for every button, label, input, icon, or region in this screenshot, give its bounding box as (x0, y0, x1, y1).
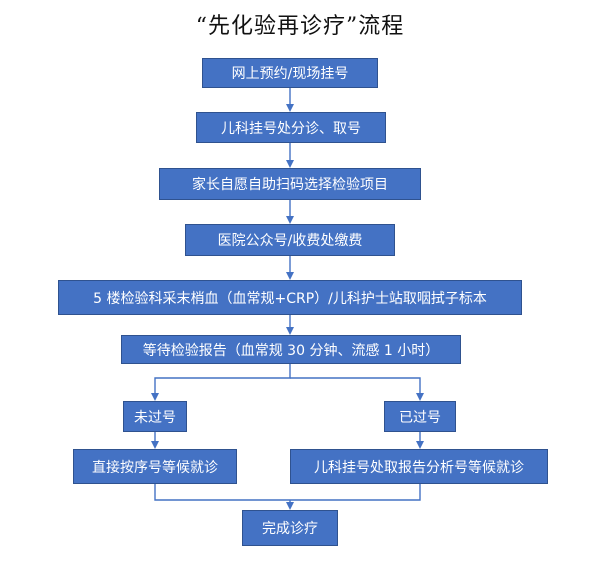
branch-split-right (290, 377, 424, 401)
step-self-scan: 家长自愿自助扫码选择检验项目 (159, 168, 421, 200)
step-report-number-wait: 儿科挂号处取报告分析号等候就诊 (290, 449, 548, 484)
step-wait-report: 等待检验报告（血常规 30 分钟、流感 1 小时） (121, 335, 461, 364)
merge-right (290, 484, 421, 501)
step-online-booking: 网上预约/现场挂号 (202, 58, 378, 88)
branch-not-missed: 未过号 (123, 401, 187, 432)
branch-split (151, 364, 291, 401)
merge-left (154, 484, 290, 501)
branch-missed: 已过号 (384, 401, 456, 432)
step-direct-wait: 直接按序号等候就诊 (73, 449, 237, 484)
step-payment: 医院公众号/收费处缴费 (185, 224, 395, 256)
step-triage: 儿科挂号处分诊、取号 (196, 112, 386, 143)
step-complete: 完成诊疗 (242, 510, 338, 546)
page-title: “先化验再诊疗”流程 (195, 14, 405, 39)
step-sample-collection: 5 楼检验科采末梢血（血常规+CRP）/儿科护士站取咽拭子标本 (58, 280, 522, 315)
